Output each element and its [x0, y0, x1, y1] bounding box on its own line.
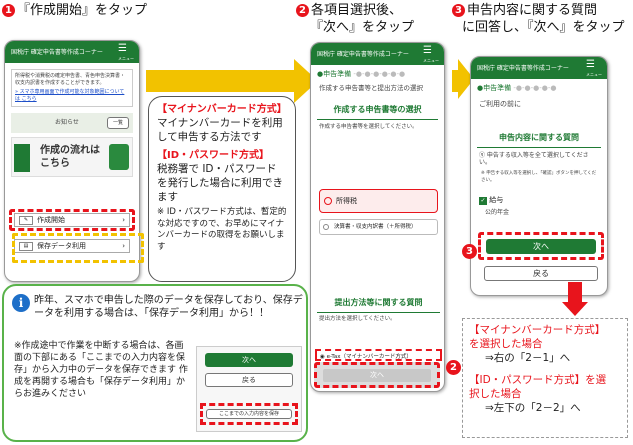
progress-dots: ●申告準備 -●-●-●-●-●-● — [317, 70, 406, 78]
step3-number: 3 — [452, 4, 465, 17]
saved-data-button[interactable]: ▤ 保存データ利用 › — [14, 239, 130, 253]
info-list-button[interactable]: 一覧 — [107, 117, 129, 129]
menu-icon[interactable]: ☰メニュー — [586, 59, 602, 78]
save-progress-highlight: ここまでの入力内容を保存 — [200, 403, 298, 425]
flow-illustration-icon — [14, 144, 30, 172]
step1-number: 1 — [2, 4, 15, 17]
step2-number: 2 — [296, 4, 309, 17]
phone-screen-2: 国税庁 確定申告書等作成コーナー ☰メニュー ●申告準備 -●-●-●-●-●-… — [310, 42, 445, 392]
start-button[interactable]: ✎ 作成開始 › — [14, 213, 130, 227]
phone1-header-title: 国税庁 確定申告書等作成コーナー — [11, 49, 103, 56]
result-mynumber-title-2: を選択した場合 — [469, 338, 543, 350]
step1-label: 1『作成開始』をタップ — [2, 2, 147, 19]
chevron-right-icon: › — [122, 242, 125, 250]
phone3-header: 国税庁 確定申告書等作成コーナー ☰メニュー — [471, 57, 607, 79]
chevron-right-icon: › — [122, 216, 125, 224]
info-icon: i — [12, 294, 30, 312]
menu-icon[interactable]: ☰メニュー — [118, 44, 134, 64]
phone1-header: 国税庁 確定申告書等作成コーナー ☰メニュー — [5, 41, 139, 63]
phone3-header-title: 国税庁 確定申告書等作成コーナー — [477, 65, 569, 72]
phone2-header: 国税庁 確定申告書等作成コーナー ☰メニュー — [311, 43, 444, 65]
before-use-text: ご利用の前に — [479, 100, 521, 108]
result-mynumber-title: 【マイナンバーカード方式】 — [469, 324, 606, 336]
arrow-1-body — [146, 70, 296, 92]
result-idpass-route: ⇒左下の「2－2」へ — [485, 402, 581, 414]
salary-checkbox[interactable]: ✓ 給与 — [479, 196, 504, 205]
radio-icon — [323, 224, 329, 230]
step3-line2: に回答し、『次へ』をタップ — [462, 20, 625, 35]
result-box: 【マイナンバーカード方式】 を選択した場合 ⇒右の「2－1」へ 【ID・パスワー… — [462, 318, 628, 438]
mynumber-desc: マイナンバーカードを利用して申告する方法です — [157, 117, 283, 143]
progress-dots: ●申告準備 -●-●-●-●-● — [477, 84, 557, 92]
idpass-note: ※ ID・パスワード方式は、暫定的な対応ですので、お早めにマイナンバーカードの取… — [157, 207, 287, 252]
question-section-title: 申告内容に関する質問 — [477, 128, 601, 148]
mini-screen: 次へ 戻る ここまでの入力内容を保存 — [196, 346, 302, 432]
progress-dots-label: ●申告準備 — [477, 84, 512, 92]
save-progress-button[interactable]: ここまでの入力内容を保存 — [206, 409, 292, 419]
section1-desc: 作成する申告書等を選択してください。 — [319, 124, 418, 130]
mynumber-title: 【マイナンバーカード方式】 — [157, 104, 287, 115]
pencil-icon: ✎ — [19, 216, 33, 225]
section1-title: 作成する申告書等の選択 — [317, 100, 438, 120]
saved-data-highlight — [12, 233, 144, 263]
phone3-next-highlight: 次へ — [478, 232, 604, 260]
phone3-next-button[interactable]: 次へ — [486, 239, 596, 254]
phone3-back-button[interactable]: 戻る — [484, 266, 598, 281]
flow-banner-text: 作成の流れはこちら — [40, 145, 100, 169]
option-income-tax[interactable]: 所得税 — [319, 189, 438, 213]
result-mynumber-route: ⇒右の「2－1」へ — [485, 352, 571, 364]
question-1: ⓠ 申告する収入等を全て選択してください。 — [479, 152, 589, 166]
phone1-info-row: お知らせ 一覧 — [11, 113, 133, 133]
phone-screen-1: 国税庁 確定申告書等作成コーナー ☰メニュー 所得税や消費税の確定申告書、青色申… — [4, 40, 140, 282]
arrow-2-body — [452, 70, 462, 92]
saved-data-callout: i 昨年、スマホで申告した際のデータを保存しており、保存データを利用する場合は、… — [2, 284, 308, 442]
phone1-notice: 所得税や消費税の確定申告書、青色申告決算書・収支内訳書を作成することができます。… — [11, 69, 133, 107]
question-1-note: ※ 申告する収入等を選択し、「確認」ボタンを押してください。 — [481, 171, 597, 183]
option-etax-mynumber[interactable]: ◉ e-Tax（マイナンバーカード方式） — [315, 349, 442, 361]
checkbox-checked-icon: ✓ — [479, 197, 487, 205]
down-arrow-head — [562, 302, 588, 316]
section2: 提出方法等に関する質問 提出方法を選択してください。 — [317, 293, 440, 326]
step2-line1: 各項目選択後、 — [311, 3, 403, 18]
phone-screen-3: 国税庁 確定申告書等作成コーナー ☰メニュー ●申告準備 -●-●-●-●-● … — [470, 56, 608, 296]
phone1-flow-banner[interactable]: 作成の流れはこちら — [11, 137, 133, 177]
phone1-scope-link[interactable]: » スマホ専用画面で作成可能な対象範囲については こちら — [15, 89, 125, 102]
step3-line1: 申告内容に関する質問 — [467, 3, 598, 18]
saved-data-text: 昨年、スマホで申告した際のデータを保存しており、保存データを利用する場合は、「保… — [34, 295, 303, 319]
step2-line2: 『次へ』をタップ — [310, 20, 415, 35]
start-button-highlight — [9, 209, 135, 231]
result-idpass-title: 【ID・パスワード方式】を選 — [469, 374, 607, 386]
method-callout: 【マイナンバーカード方式】 マイナンバーカードを利用して申告する方法です 【ID… — [148, 96, 296, 282]
radio-icon — [324, 197, 332, 205]
flow-character-icon — [109, 144, 129, 170]
info-label: お知らせ — [55, 119, 79, 126]
marker-2: 2 — [446, 360, 461, 375]
folder-icon: ▤ — [19, 242, 33, 251]
down-arrow-body — [568, 282, 582, 304]
section2-title: 提出方法等に関する質問 — [317, 293, 440, 313]
mini-next-button[interactable]: 次へ — [205, 353, 293, 367]
mini-back-button[interactable]: 戻る — [205, 373, 293, 387]
idpass-title: 【ID・パスワード方式】 — [157, 150, 270, 161]
phone2-header-title: 国税庁 確定申告書等作成コーナー — [317, 51, 409, 58]
menu-label: メニュー — [118, 56, 134, 61]
phone2-next-highlight: 次へ — [314, 362, 440, 388]
option-settlement[interactable]: 決算書・収支内訳書（＋所得税） — [319, 219, 438, 235]
interrupt-note: ※作成途中で作業を中断する場合は、各画面の下部にある「ここまでの入力内容を保存」… — [14, 341, 188, 399]
phone2-next-button[interactable]: 次へ — [323, 369, 431, 382]
phone2-subtitle: 作成する申告書等と提出方法の選択 — [319, 84, 423, 92]
result-idpass-title-2: 択した場合 — [469, 388, 522, 400]
pension-option[interactable]: 公的年金 — [485, 209, 510, 216]
step1-text: 『作成開始』をタップ — [17, 3, 148, 18]
menu-icon[interactable]: ☰メニュー — [423, 45, 439, 64]
idpass-desc: 税務署で ID・パスワードを発行した場合に利用できます — [157, 163, 283, 203]
phone1-notice-text: 所得税や消費税の確定申告書、青色申告決算書・収支内訳書を作成することができます。 — [15, 73, 126, 86]
section2-desc: 提出方法を選択してください。 — [319, 316, 396, 322]
marker-3: 3 — [462, 244, 477, 259]
progress-dots-label: ●申告準備 — [317, 70, 352, 78]
